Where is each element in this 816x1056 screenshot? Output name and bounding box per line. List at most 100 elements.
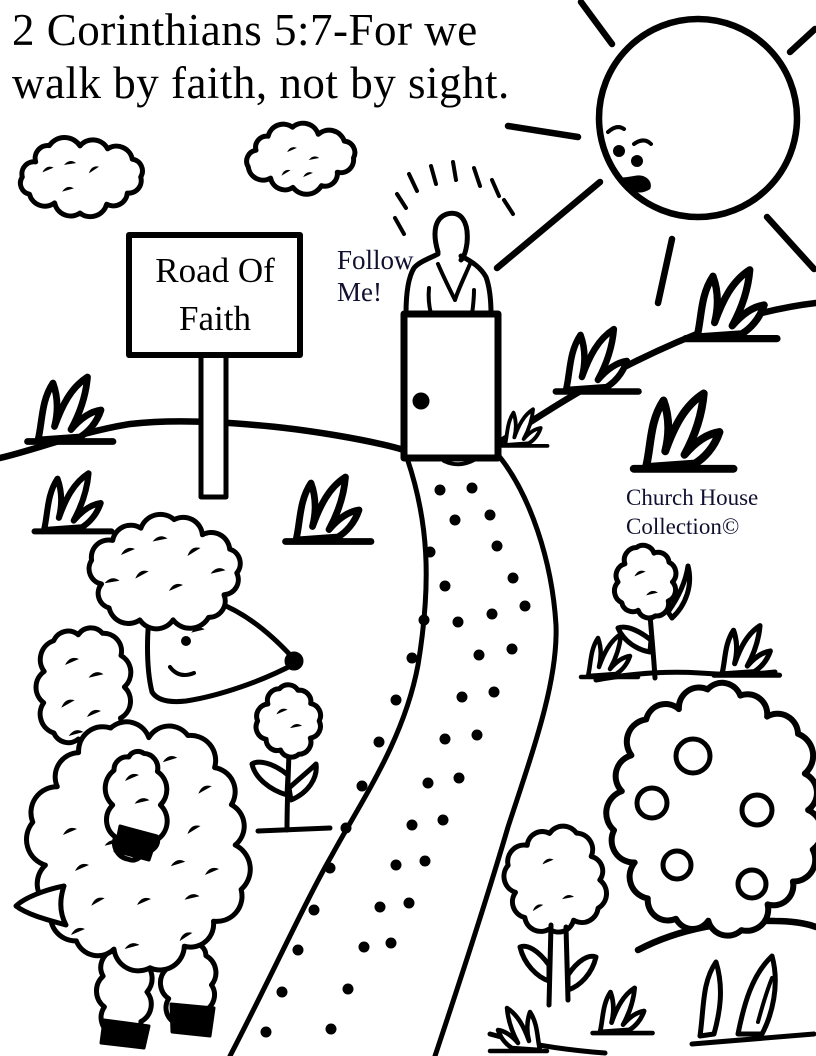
flower-head: [253, 682, 324, 760]
road-dot: [424, 546, 436, 558]
sun-face: [606, 125, 653, 193]
small-tree: [501, 823, 609, 1008]
road-dot: [507, 572, 519, 584]
road: [227, 453, 559, 1056]
cloud-icon: [17, 135, 145, 220]
road-dot: [488, 686, 500, 698]
jesus-figure: [393, 160, 515, 317]
sun-rays: [493, 0, 816, 307]
road-left-edge: [227, 455, 429, 1056]
road-dot: [418, 614, 430, 626]
road-dot: [340, 822, 352, 834]
door-knob: [412, 392, 430, 410]
road-dot: [486, 608, 498, 620]
road-dot: [276, 986, 288, 998]
road-dot: [308, 904, 320, 916]
flower-right: [581, 542, 780, 683]
road-dot: [373, 736, 385, 748]
road-dot: [358, 941, 370, 953]
sign-board: [126, 232, 303, 358]
road-dot: [473, 649, 485, 661]
clouds: [17, 120, 358, 220]
berry-bush: [603, 679, 816, 954]
road-dot: [292, 944, 304, 956]
road-dot: [260, 1026, 272, 1038]
grass-tuft-icon: [286, 477, 372, 542]
grass-tuft-icon: [556, 329, 639, 391]
road-dots: [260, 482, 531, 1038]
flower-leaf: [665, 563, 693, 621]
road-dot: [385, 937, 397, 949]
road-right-edge: [432, 453, 559, 1056]
sheep-nose: [284, 651, 304, 671]
jesus-robe-collar: [436, 262, 472, 302]
grass-tuft-icon: [593, 988, 653, 1033]
road-dot: [466, 482, 478, 494]
road-dot: [506, 643, 518, 655]
tall-grass: [689, 953, 816, 1047]
road-sign-text: Road Of Faith: [132, 240, 298, 350]
jesus-head: [432, 210, 470, 263]
road-dot: [453, 772, 465, 784]
grass-tuft-icon: [35, 473, 112, 531]
door: [400, 310, 502, 462]
flower-leaf: [249, 759, 291, 798]
road-dot: [422, 777, 434, 789]
road-dot: [449, 514, 461, 526]
road-dot: [471, 729, 483, 741]
watermark-line2: Collection©: [626, 514, 740, 540]
speech-line1: Follow: [337, 245, 414, 275]
road-dot: [419, 855, 431, 867]
bottom-grass: [487, 953, 816, 1056]
road-dot: [437, 814, 449, 826]
sheep-hoof: [169, 1002, 216, 1038]
road-dot: [390, 859, 402, 871]
grass-tuft-icon: [686, 270, 777, 339]
sheep-eye: [181, 636, 191, 646]
grass-tuft-icon: [490, 1008, 547, 1051]
road-dot: [439, 580, 451, 592]
road-dot: [374, 901, 386, 913]
glow-rays: [393, 160, 515, 236]
sign-post: [201, 355, 226, 497]
flower-head: [612, 542, 679, 621]
road-sign: [126, 232, 303, 500]
flower-leaf: [286, 761, 319, 803]
speech-bubble-text: Follow Me!: [337, 244, 414, 309]
road-dot: [491, 540, 503, 552]
watermark-text: Church House Collection©: [626, 483, 758, 542]
road-dot: [484, 509, 496, 521]
road-dot: [325, 1023, 337, 1035]
sheep-tail-point: [13, 883, 69, 928]
grass-tuft-icon: [634, 394, 734, 469]
road-dot: [356, 780, 368, 792]
road-dot: [406, 652, 418, 664]
flower-left: [249, 682, 333, 834]
road-dot: [439, 733, 451, 745]
sign-line1: Road Of: [155, 250, 275, 290]
doorway: [400, 310, 502, 467]
tree-leaf: [517, 943, 552, 984]
flower-leaf: [615, 624, 654, 655]
road-dot: [452, 616, 464, 628]
tree-trunk: [546, 922, 571, 1008]
sheep-hoof: [99, 1018, 151, 1050]
sun-icon: [493, 0, 816, 307]
speech-line2: Me!: [337, 277, 382, 308]
road-dot: [406, 819, 418, 831]
sun-circle: [595, 15, 801, 221]
sheep: [13, 511, 304, 1050]
flower-ground: [593, 669, 778, 683]
sheep-head-fleece: [86, 511, 243, 632]
sign-line2: Faith: [179, 299, 251, 338]
page-title: 2 Corinthians 5:7-For we walk by faith, …: [12, 4, 510, 110]
road-dot: [403, 897, 415, 909]
door-threshold: [442, 458, 476, 467]
road-dot: [519, 600, 531, 612]
tree-foliage: [501, 823, 609, 935]
road-dot: [342, 983, 354, 995]
watermark-line1: Church House: [626, 485, 759, 510]
title-line1: 2 Corinthians 5:7-For we: [12, 5, 478, 55]
